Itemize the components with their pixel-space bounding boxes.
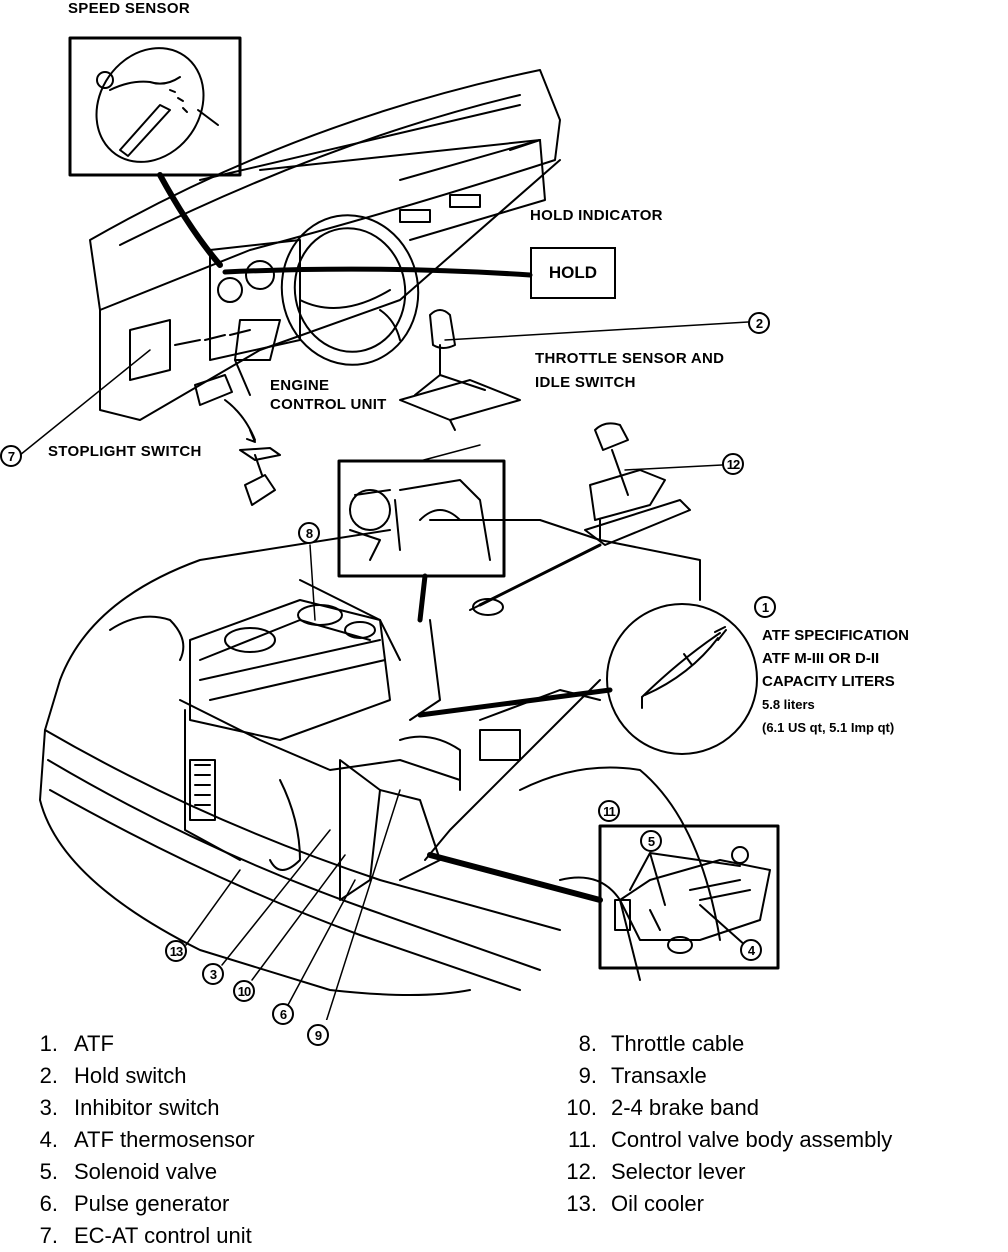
selector-lever [469,422,691,616]
atf-leader [417,687,613,718]
legend-item: 10.2-4 brake band [566,1095,759,1120]
legend-item: 3.Inhibitor switch [39,1095,220,1120]
lower-callout-leaders [185,789,401,1020]
callout-4: 4 [740,939,762,961]
callout-8: 8 [298,522,320,544]
throttle-inset-leader [417,573,428,623]
atf-spec-capacity-quarts: (6.1 US qt, 5.1 Imp qt) [762,720,895,735]
speed-sensor-inset [68,36,242,177]
steering-wheel [129,214,420,381]
callout-7: 7 [0,445,22,467]
pedal-assembly [194,359,281,506]
hold-switch-leader [444,321,749,341]
car-engine-bay [39,519,721,996]
callout-11: 11 [598,800,620,822]
callout-6: 6 [272,1003,294,1025]
atf-spec-capacity-liters: 5.8 liters [762,697,815,712]
component-location-diagram [19,36,780,1020]
throttle-sensor-label-line2: IDLE SWITCH [535,374,636,391]
legend-item: 4.ATF thermosensor [39,1127,255,1152]
throttle-sensor-label-line1: THROTTLE SENSOR AND [535,350,725,367]
legend-item: 12.Selector lever [566,1159,746,1184]
selector-leader [624,464,723,471]
legend-item: 2.Hold switch [39,1063,187,1088]
atf-spec-type: ATF M-III OR D-II [762,650,880,667]
atf-spec-title: ATF SPECIFICATION [762,627,909,644]
throttle-sensor-inset [337,459,506,578]
speed-sensor-label: SPEED SENSOR [68,0,190,17]
speed-sensor-leader [157,172,223,268]
callout-9: 9 [307,1024,329,1046]
hold-indicator-leader [222,266,533,278]
legend-item: 6.Pulse generator [39,1191,230,1216]
legend-item: 8.Throttle cable [578,1031,745,1056]
callout-10: 10 [233,980,255,1002]
engine-control-unit-label-line1: ENGINE [270,377,330,394]
atf-spec-capacity-label: CAPACITY LITERS [762,673,895,690]
legend-item: 1.ATF [39,1031,114,1056]
stoplight-switch-label: STOPLIGHT SWITCH [48,443,202,460]
callout-3: 3 [202,963,224,985]
legend-left: 1.ATF 2.Hold switch 3.Inhibitor switch 4… [30,1028,255,1252]
valve-body-inset [598,824,780,970]
atf-specification: ATF SPECIFICATION ATF M-III OR D-II CAPA… [762,624,909,739]
legend-item: 5.Solenoid valve [39,1159,218,1184]
callout-1: 1 [754,596,776,618]
dashboard [89,69,561,421]
gear-shift-console [399,309,521,431]
callout-2: 2 [748,312,770,334]
atf-dipstick-inset [606,603,758,755]
ecat-leader [19,349,151,456]
legend-item: 13.Oil cooler [566,1191,704,1216]
engine-control-unit-label-line2: CONTROL UNIT [270,396,387,413]
legend-item: 11.Control valve body assembly [568,1127,893,1152]
callout-5: 5 [640,830,662,852]
hold-indicator-label: HOLD INDICATOR [530,207,663,224]
callout-13: 13 [165,940,187,962]
legend-item: 7.EC-AT control unit [39,1223,252,1248]
throttle-cable-leader [309,544,316,621]
hold-indicator-box: HOLD [530,247,616,299]
valve-body-leader [427,852,603,903]
callout-12: 12 [722,453,744,475]
legend-item: 9.Transaxle [578,1063,707,1088]
legend-right: 8.Throttle cable 9.Transaxle 10.2-4 brak… [555,1028,892,1220]
